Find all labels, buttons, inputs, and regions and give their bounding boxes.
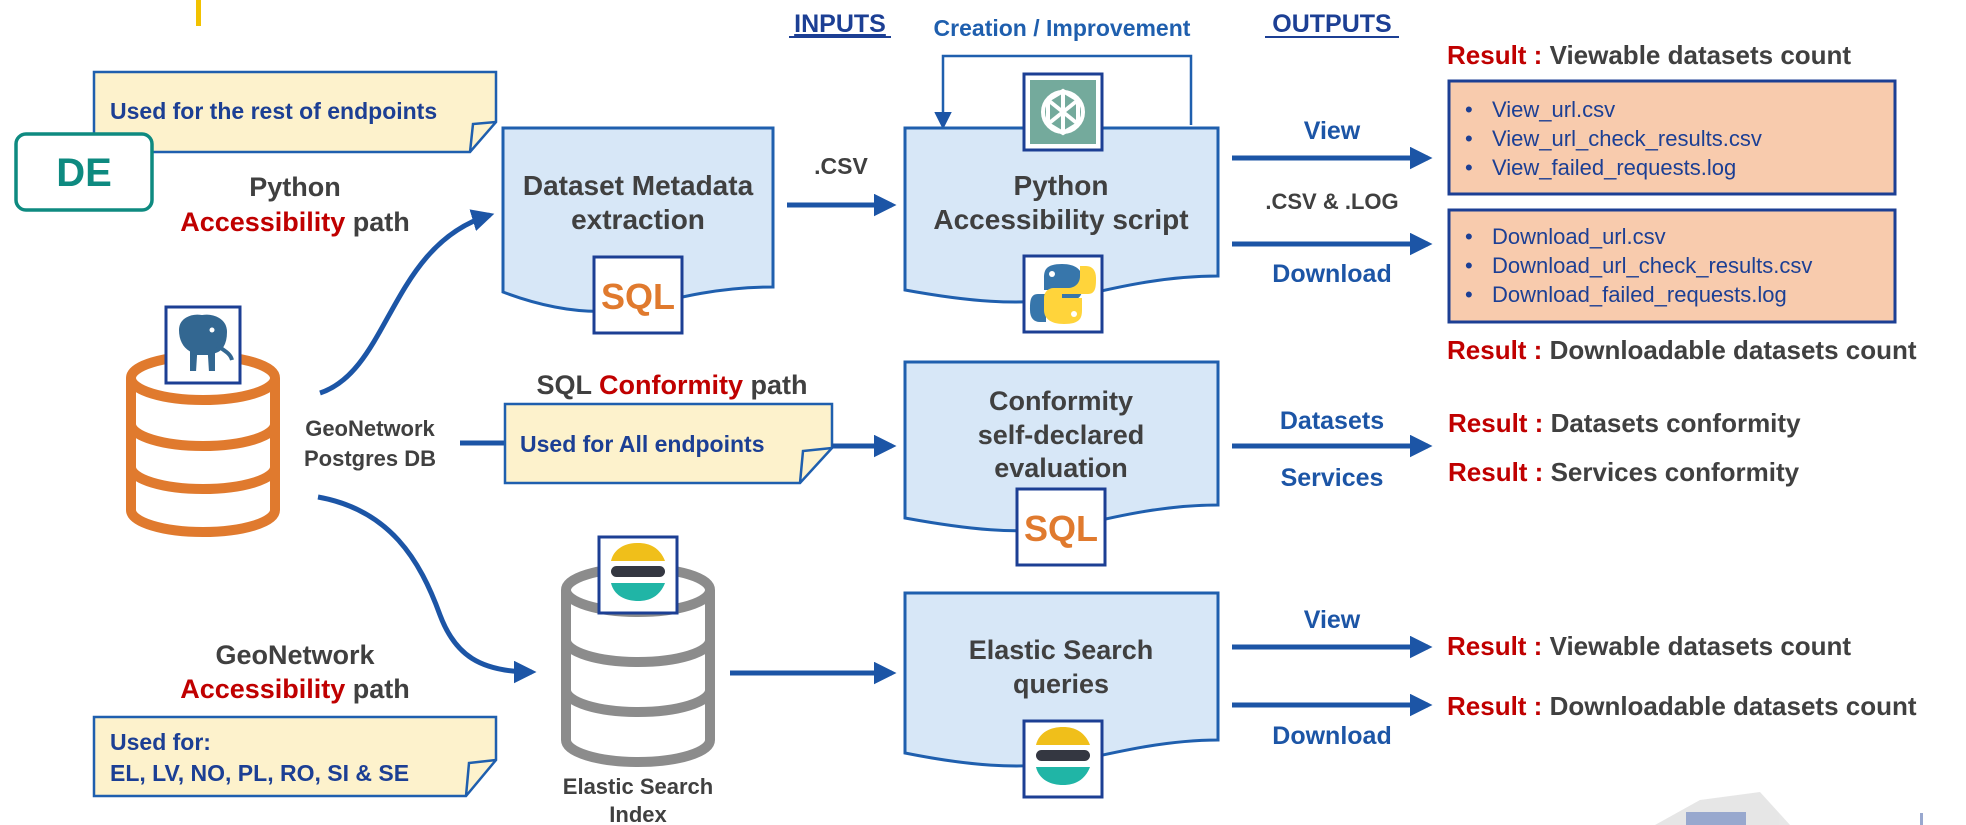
result-downloadable-bottom: Result : Downloadable datasets count	[1447, 691, 1917, 721]
creation-label: Creation / Improvement	[934, 15, 1191, 41]
geo-path-label-2: Accessibility path	[180, 674, 410, 704]
svg-text:•: •	[1465, 97, 1473, 122]
note-used-for-countries: Used for: EL, LV, NO, PL, RO, SI & SE	[92, 715, 498, 798]
es-index-label-2: Index	[609, 802, 667, 825]
download-file-2: Download_url_check_results.csv	[1492, 253, 1812, 278]
svg-text:•: •	[1465, 253, 1473, 278]
result-downloadable-top: Result : Downloadable datasets count	[1447, 335, 1917, 365]
download-files-box: • Download_url.csv • Download_url_check_…	[1447, 208, 1897, 324]
csv-log-label: .CSV & .LOG	[1265, 189, 1398, 214]
es-index-label-1: Elastic Search	[563, 774, 713, 799]
view-file-2: View_url_check_results.csv	[1492, 126, 1762, 151]
python-accessibility-script-box: Python Accessibility script	[903, 126, 1220, 304]
download-file-1: Download_url.csv	[1492, 224, 1666, 249]
es-title-2: queries	[1013, 669, 1109, 699]
institution-logo-icon	[1655, 792, 1923, 825]
conformity-evaluation-box: Conformity self-declared evaluation	[903, 360, 1220, 533]
python-path-label-1: Python	[249, 172, 341, 202]
note-all-text: Used for All endpoints	[520, 431, 765, 457]
svg-text:•: •	[1465, 282, 1473, 307]
view-file-1: View_url.csv	[1492, 97, 1615, 122]
svg-text:•: •	[1465, 126, 1473, 151]
note-used-for-2: EL, LV, NO, PL, RO, SI & SE	[110, 760, 409, 786]
postgres-db-icon	[126, 351, 280, 537]
inputs-header: INPUTS	[794, 10, 886, 38]
outputs-header: OUTPUTS	[1272, 10, 1391, 38]
es-title-1: Elastic Search	[969, 635, 1154, 665]
pas-title-2: Accessibility script	[933, 204, 1188, 235]
dme-title-2: extraction	[571, 204, 705, 235]
sql-icon-text: SQL	[601, 276, 675, 317]
db-label-2: Postgres DB	[304, 446, 436, 471]
python-logo-icon	[1022, 254, 1104, 334]
sql-icon: SQL	[592, 255, 684, 335]
conf-title-2: self-declared	[978, 420, 1145, 450]
elasticsearch-logo-icon	[597, 535, 679, 615]
svg-text:•: •	[1465, 155, 1473, 180]
view-label-bottom: View	[1304, 606, 1361, 634]
result-datasets-conformity: Result : Datasets conformity	[1448, 408, 1801, 438]
python-path-label-2: Accessibility path	[180, 207, 410, 237]
openai-logo-icon	[1022, 72, 1104, 152]
arrow-db-to-es-index	[317, 494, 537, 684]
download-file-3: Download_failed_requests.log	[1492, 282, 1787, 307]
view-files-box: • View_url.csv • View_url_check_results.…	[1447, 79, 1897, 196]
sql-icon-conformity: SQL	[1015, 487, 1107, 567]
note-all-endpoints: Used for All endpoints	[503, 402, 834, 485]
elasticsearch-logo-icon	[1022, 719, 1104, 799]
de-badge: DE	[14, 132, 154, 212]
svg-text:•: •	[1465, 224, 1473, 249]
conf-title-3: evaluation	[994, 453, 1128, 483]
csv-label: .CSV	[814, 153, 868, 179]
view-label-top: View	[1304, 117, 1361, 145]
note-rest-text: Used for the rest of endpoints	[110, 98, 437, 124]
accent-bar	[196, 0, 201, 26]
de-badge-text: DE	[56, 151, 112, 195]
note-rest-endpoints: Used for the rest of endpoints	[92, 70, 498, 154]
result-viewable-top: Result : Viewable datasets count	[1447, 40, 1851, 70]
view-file-3: View_failed_requests.log	[1492, 155, 1736, 180]
improvement-loop-arrow	[934, 54, 1193, 130]
sql-icon-conformity-text: SQL	[1024, 508, 1098, 549]
download-label-top: Download	[1272, 260, 1391, 288]
note-used-for-1: Used for:	[110, 729, 211, 755]
result-viewable-bottom: Result : Viewable datasets count	[1447, 631, 1851, 661]
dataset-metadata-extraction-box: Dataset Metadata extraction	[501, 126, 775, 313]
download-label-bottom: Download	[1272, 722, 1391, 750]
result-services-conformity: Result : Services conformity	[1448, 457, 1800, 487]
datasets-label: Datasets	[1280, 407, 1384, 435]
db-label-1: GeoNetwork	[305, 416, 435, 441]
postgresql-elephant-icon	[164, 305, 242, 385]
elastic-search-queries-box: Elastic Search queries	[903, 591, 1220, 768]
dme-title-1: Dataset Metadata	[523, 170, 754, 201]
sql-path-label: SQL Conformity path	[536, 370, 807, 400]
pas-title-1: Python	[1014, 170, 1109, 201]
arrow-db-to-extraction	[319, 209, 495, 396]
services-label: Services	[1281, 464, 1384, 492]
geo-path-label-1: GeoNetwork	[215, 640, 375, 670]
conf-title-1: Conformity	[989, 386, 1133, 416]
